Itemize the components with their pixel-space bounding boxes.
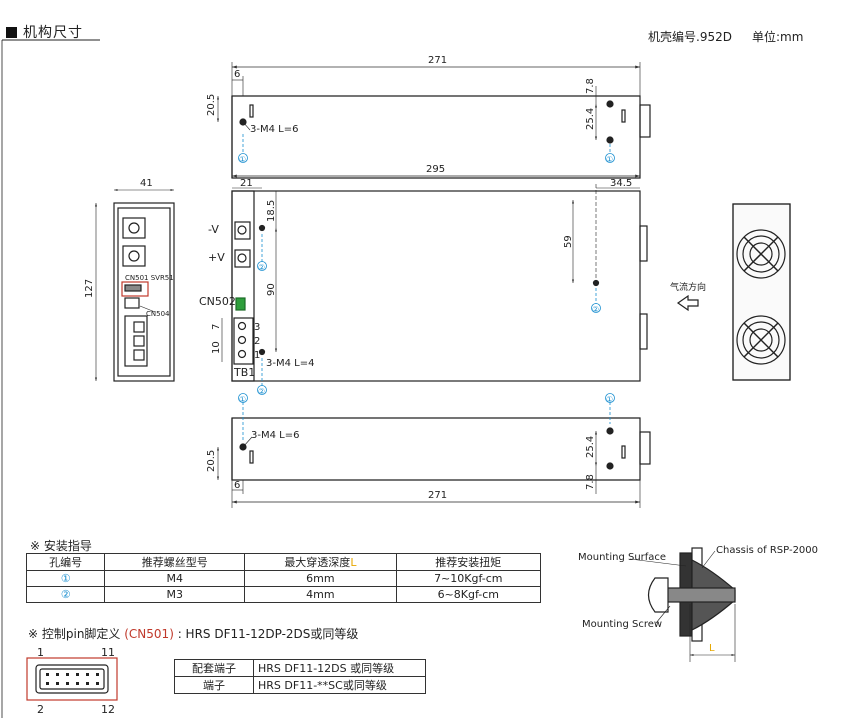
section-title-text: 机构尺寸 <box>23 25 83 41</box>
label-chassis: Chassis of RSP-2000 <box>716 545 818 556</box>
pin-bottom-right: 12 <box>101 703 115 716</box>
label-cn504: CN504 <box>146 310 170 318</box>
side-view <box>94 188 175 382</box>
label-cn501-svr51: CN501 SVR51 <box>125 274 174 282</box>
pin-title-prefix: ※ 控制pin脚定义 <box>28 627 125 641</box>
front-marker-2: ② <box>258 387 265 396</box>
label-tb1: TB1 <box>233 366 255 379</box>
pin-title-connector: (CN501) <box>124 627 174 641</box>
front-dim-left: 21 <box>240 178 253 189</box>
install-guide-title: ※ 安装指导 <box>30 539 92 553</box>
bottom-view <box>216 393 651 508</box>
cell-hole: ① <box>25 570 106 587</box>
cn501-connector-diagram <box>26 657 118 701</box>
fan-view <box>676 203 791 381</box>
bottom-screw-note: 3-M4 L=6 <box>251 430 299 441</box>
col-depth-highlight: L <box>350 556 357 569</box>
table-row: ① M4 6mm 7~10Kgf-cm <box>25 570 542 587</box>
front-marker-3: ② <box>592 305 599 314</box>
front-view <box>221 174 648 395</box>
bottom-dim-hole-spacing: 25.4 <box>585 436 596 458</box>
cell-screw: M3 <box>104 586 246 603</box>
label-pos-v: +V <box>208 251 225 264</box>
bottom-dim-right: 7.8 <box>585 474 596 490</box>
pin-definition-title: ※ 控制pin脚定义 (CN501) : HRS DF11-12DP-2DS或同… <box>28 625 358 642</box>
bottom-marker-right: ① <box>606 395 613 404</box>
label-length-l: L <box>709 643 715 654</box>
square-bullet-icon <box>6 27 17 38</box>
cell-depth: 4mm <box>244 586 397 603</box>
case-number: 机壳编号.952D <box>648 30 732 44</box>
cell-depth: 6mm <box>244 570 397 587</box>
dim-pitch-10: 10 <box>211 341 222 354</box>
col-hole: 孔编号 <box>25 553 106 571</box>
front-dim-length: 295 <box>426 164 445 175</box>
front-marker-1: ② <box>258 263 265 272</box>
airflow-label: 气流方向 <box>670 281 706 293</box>
side-dim-height: 127 <box>84 279 95 298</box>
pin-title-suffix: : HRS DF11-12DP-2DS或同等级 <box>173 627 359 641</box>
side-dim-width: 41 <box>140 178 153 189</box>
bottom-marker-left: ① <box>239 395 246 404</box>
top-dim-offset: 6 <box>234 69 240 80</box>
top-view <box>216 62 651 179</box>
col-depth-text: 最大穿透深度 <box>284 556 351 569</box>
cell-hole: ② <box>25 586 106 603</box>
install-guide-table: 孔编号 推荐螺丝型号 最大穿透深度L 推荐安装扭矩 ① M4 6mm 7~10K… <box>25 553 542 603</box>
top-dim-hole-spacing: 25.4 <box>585 108 596 130</box>
top-marker-left: ① <box>239 155 246 164</box>
terminal-value: HRS DF11-**SC或同等级 <box>253 676 426 694</box>
bottom-dim-left-hole: 20.5 <box>206 450 217 472</box>
top-dim-length: 271 <box>428 55 447 66</box>
pin-top-right: 11 <box>101 646 115 659</box>
airflow-arrow-icon <box>676 294 699 312</box>
unit-label: 单位:mm <box>752 30 804 44</box>
terminal-value: HRS DF11-12DS 或同等级 <box>253 659 426 677</box>
label-cn502: CN502 <box>199 295 236 308</box>
table-header-row: 孔编号 推荐螺丝型号 最大穿透深度L 推荐安装扭矩 <box>25 553 542 571</box>
section-title: 机构尺寸 <box>6 22 83 42</box>
top-dim-right: 7.8 <box>585 78 596 94</box>
front-dim-right: 34.5 <box>610 178 632 189</box>
label-neg-v: -V <box>208 223 219 236</box>
col-screw: 推荐螺丝型号 <box>104 553 246 571</box>
front-dim-vertical-2: 90 <box>266 283 277 296</box>
cell-torque: 6~8Kgf-cm <box>395 586 542 603</box>
table-row: 配套端子 HRS DF11-12DS 或同等级 <box>174 659 426 677</box>
cell-torque: 7~10Kgf-cm <box>395 570 542 587</box>
terminal-label: 配套端子 <box>174 659 254 677</box>
top-marker-right: ① <box>606 155 613 164</box>
col-torque: 推荐安装扭矩 <box>395 553 542 571</box>
top-dim-left-hole: 20.5 <box>206 94 217 116</box>
top-screw-note: 3-M4 L=6 <box>250 124 298 135</box>
cell-screw: M4 <box>104 570 246 587</box>
pin-bottom-left: 2 <box>37 703 44 716</box>
terminal-table: 配套端子 HRS DF11-12DS 或同等级 端子 HRS DF11-**SC… <box>174 659 426 694</box>
dim-pitch-7: 7 <box>211 324 222 330</box>
mounting-diagram <box>629 547 736 662</box>
front-dim-vertical-3: 59 <box>563 235 574 248</box>
front-dim-vertical-1: 18.5 <box>266 200 277 222</box>
pin-top-left: 1 <box>37 646 44 659</box>
tb1-pin-3: 3 <box>254 322 260 333</box>
table-row: ② M3 4mm 6~8Kgf-cm <box>25 586 542 603</box>
front-screw-note: 3-M4 L=4 <box>266 358 314 369</box>
label-mounting-surface: Mounting Surface <box>578 552 666 563</box>
bottom-dim-offset: 6 <box>234 480 240 491</box>
terminal-label: 端子 <box>174 676 254 694</box>
table-row: 端子 HRS DF11-**SC或同等级 <box>174 676 426 694</box>
label-mounting-screw: Mounting Screw <box>582 619 662 630</box>
tb1-pin-1: 1 <box>254 350 260 361</box>
tb1-pin-2: 2 <box>254 336 260 347</box>
col-depth: 最大穿透深度L <box>244 553 397 571</box>
bottom-dim-length: 271 <box>428 490 447 501</box>
